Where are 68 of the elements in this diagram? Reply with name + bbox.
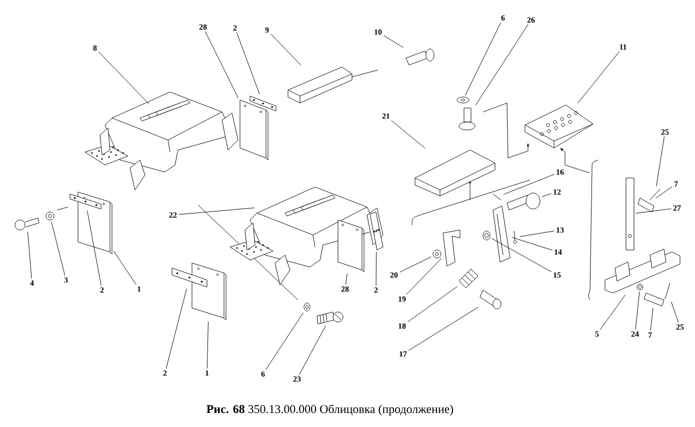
leader-line bbox=[114, 250, 136, 285]
leader-line bbox=[98, 52, 150, 104]
leader-line bbox=[577, 51, 620, 104]
leader-line bbox=[27, 232, 32, 279]
leader-line bbox=[475, 24, 528, 106]
lever-drawing bbox=[492, 206, 510, 262]
leader-line bbox=[86, 210, 102, 286]
cotter-pin-drawing bbox=[492, 194, 502, 200]
leader-line bbox=[542, 194, 552, 197]
fender-drawing bbox=[84, 92, 238, 190]
pin-drawing bbox=[406, 48, 434, 66]
spring-drawing bbox=[458, 268, 478, 288]
washer-drawing bbox=[304, 302, 310, 312]
bolt-drawing bbox=[316, 312, 344, 324]
leader-line bbox=[650, 308, 654, 331]
strip-drawing bbox=[172, 268, 208, 288]
leader-line bbox=[408, 306, 479, 351]
bolt-drawing bbox=[480, 290, 502, 310]
pin-drawing bbox=[638, 198, 654, 212]
leader-line bbox=[345, 274, 348, 285]
leader-line bbox=[204, 31, 239, 98]
leader-line bbox=[178, 208, 255, 215]
cover-drawing bbox=[414, 150, 496, 196]
plate-drawing bbox=[338, 220, 364, 272]
leader-line bbox=[670, 302, 679, 323]
leader-line bbox=[51, 222, 66, 276]
leader-line bbox=[520, 230, 555, 237]
bolt-drawing bbox=[14, 218, 40, 230]
strip-drawing bbox=[70, 194, 102, 210]
pin-drawing bbox=[644, 292, 664, 306]
leader-line bbox=[465, 22, 502, 96]
leader-line bbox=[270, 34, 302, 66]
leader-line bbox=[635, 292, 640, 330]
nut-drawing bbox=[46, 212, 54, 220]
leader-line bbox=[236, 32, 260, 94]
bracket-drawing bbox=[604, 248, 680, 294]
bar-drawing bbox=[626, 178, 634, 250]
leader-line bbox=[407, 286, 458, 322]
leader-line bbox=[376, 252, 377, 286]
pin-drawing bbox=[506, 192, 540, 210]
cotter-pin-drawing bbox=[650, 188, 660, 200]
footplate-drawing bbox=[524, 104, 594, 148]
bolt-drawing bbox=[458, 108, 476, 130]
cover-drawing bbox=[288, 66, 352, 104]
washer-drawing bbox=[636, 284, 644, 290]
strip-drawing bbox=[370, 212, 384, 250]
leader-line bbox=[166, 288, 187, 369]
leader-line bbox=[636, 208, 672, 214]
leader-line bbox=[383, 35, 404, 48]
leader-line bbox=[206, 322, 209, 369]
leader-line bbox=[266, 312, 304, 370]
ring-drawing bbox=[482, 230, 490, 240]
nut-drawing bbox=[456, 96, 470, 104]
nut-drawing bbox=[432, 250, 442, 258]
cotter-pin-drawing bbox=[664, 282, 670, 300]
leader-line bbox=[600, 294, 626, 330]
leader-line bbox=[406, 258, 442, 295]
leader-line bbox=[299, 326, 326, 375]
leader-line bbox=[656, 186, 673, 198]
strip-drawing bbox=[250, 96, 276, 112]
leader-line bbox=[504, 174, 555, 195]
leader-line bbox=[512, 237, 553, 250]
leader-line bbox=[656, 136, 665, 186]
leader-line bbox=[391, 120, 426, 148]
cotter-pin-drawing bbox=[513, 230, 517, 244]
leader-line bbox=[492, 238, 552, 272]
figure-caption: Рис. 68 350.13.00.000 Облицовка (продолжение) bbox=[206, 404, 454, 416]
leader-line bbox=[399, 256, 432, 272]
